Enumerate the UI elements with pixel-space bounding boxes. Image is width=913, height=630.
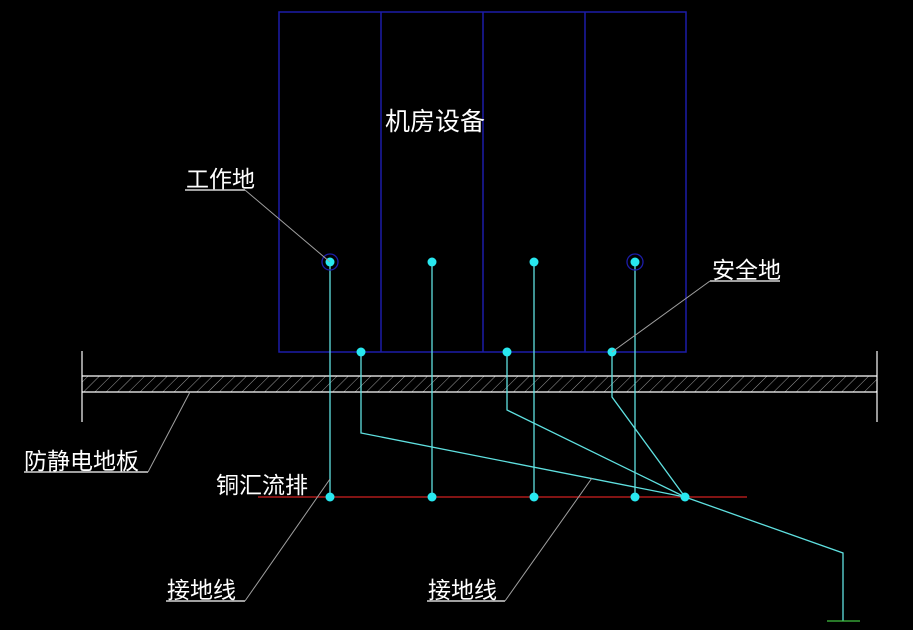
- ground-wire-left-label: 接地线: [167, 578, 236, 604]
- callout-safety-ground: 安全地: [611, 258, 781, 353]
- terminal-points: [321, 253, 690, 502]
- safety-ground-label: 安全地: [712, 258, 781, 284]
- antistatic-floor: [81, 351, 878, 422]
- working-ground-label: 工作地: [186, 167, 255, 193]
- antistatic-floor-label: 防静电地板: [24, 449, 139, 475]
- equipment-label: 机房设备: [385, 107, 485, 136]
- safety-ground-wires: [360, 352, 844, 621]
- working-ground-wires: [329, 262, 636, 497]
- callout-ground-wire-left: 接地线: [166, 478, 331, 604]
- ground-wire-right-label: 接地线: [428, 578, 497, 604]
- equipment-cabinet: [278, 11, 687, 353]
- callout-antistatic-floor: 防静电地板: [24, 391, 191, 475]
- callout-ground-wire-right: 接地线: [427, 477, 593, 604]
- callout-working-ground: 工作地: [185, 167, 331, 263]
- copper-busbar-label: 铜汇流排: [216, 473, 308, 499]
